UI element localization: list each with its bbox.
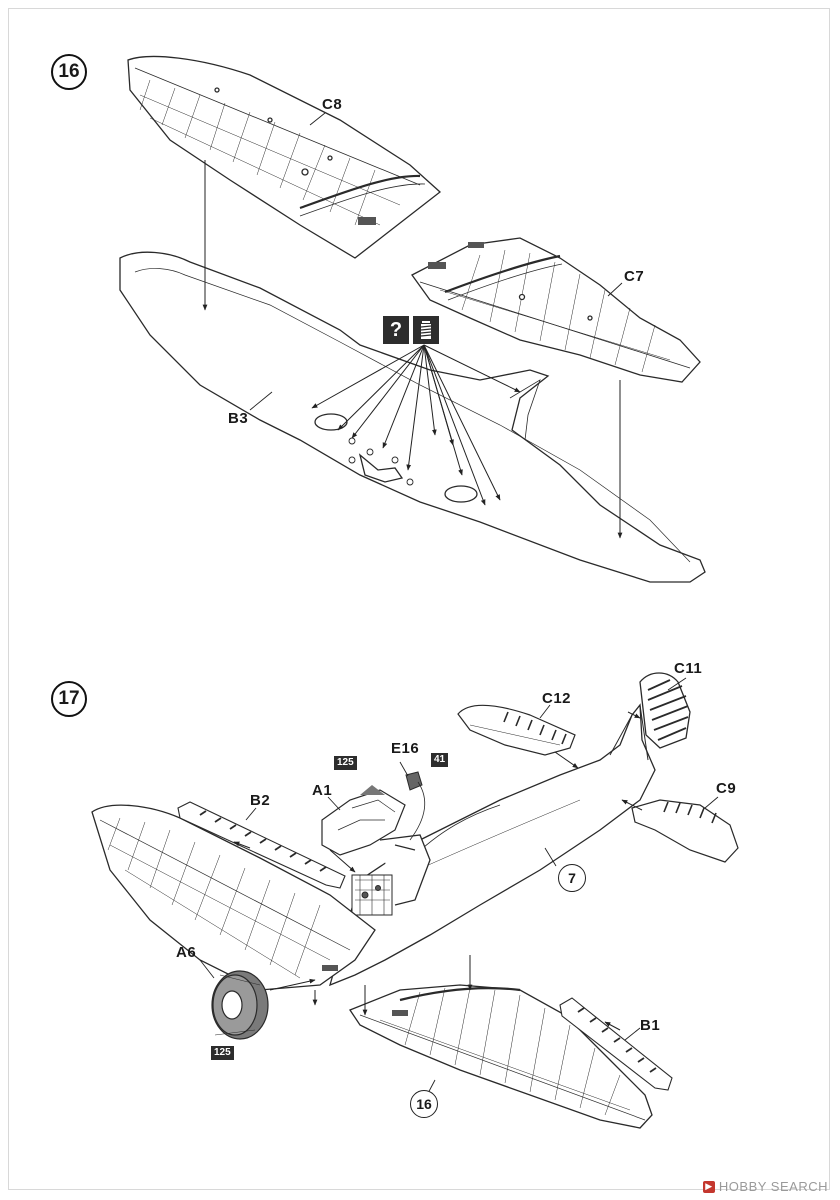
label-c8: C8	[322, 96, 343, 113]
cement-tube-glyph	[420, 321, 432, 339]
watermark-text: HOBBY SEARCH	[718, 1179, 828, 1194]
step16-arrows	[202, 160, 623, 539]
label-a1: A1	[312, 782, 333, 799]
cowl-ring-a6	[211, 970, 269, 1040]
part-e16	[405, 771, 425, 841]
question-glyph: ?	[389, 318, 403, 341]
leader-lines	[199, 112, 719, 1098]
aileron-b1	[559, 997, 673, 1091]
wing-lower-b3	[119, 251, 706, 583]
color-ref-cowl: 125	[334, 756, 357, 770]
label-a6: A6	[176, 944, 197, 961]
label-b2: B2	[250, 792, 271, 809]
subassembly-ref-wing: 16	[410, 1090, 438, 1118]
wing-right-assembled	[349, 984, 653, 1129]
page-border	[8, 8, 830, 1190]
elevator-right-c9	[631, 799, 739, 863]
rudder-c11	[639, 672, 691, 749]
label-c7: C7	[624, 268, 645, 285]
label-c9: C9	[716, 780, 737, 797]
wing-upper-left-c8	[127, 55, 442, 259]
label-b3: B3	[228, 410, 249, 427]
label-b1: B1	[640, 1017, 661, 1034]
step-number-17: 17	[51, 681, 87, 717]
step17-arrows	[233, 711, 643, 1031]
aileron-b2	[177, 801, 346, 889]
hobby-search-logo-icon: ▶	[702, 1180, 715, 1193]
question-mark-icon: ?	[383, 316, 409, 344]
wing-upper-right-c7	[411, 237, 701, 383]
cement-tube-icon	[413, 316, 439, 344]
label-c11: C11	[674, 660, 703, 677]
color-ref-e16: 41	[431, 753, 449, 767]
cockpit-internals	[351, 874, 393, 916]
label-e16: E16	[391, 740, 420, 757]
step-number-16: 16	[51, 54, 87, 90]
elevator-left-c12	[457, 704, 576, 756]
cowl-panel-a1	[321, 785, 406, 856]
fuselage-assembly	[329, 703, 656, 987]
watermark: ▶ HOBBY SEARCH	[702, 1179, 828, 1194]
color-ref-a6: 125	[211, 1046, 234, 1060]
label-c12: C12	[542, 690, 572, 707]
subassembly-ref-fuselage: 7	[558, 864, 586, 892]
